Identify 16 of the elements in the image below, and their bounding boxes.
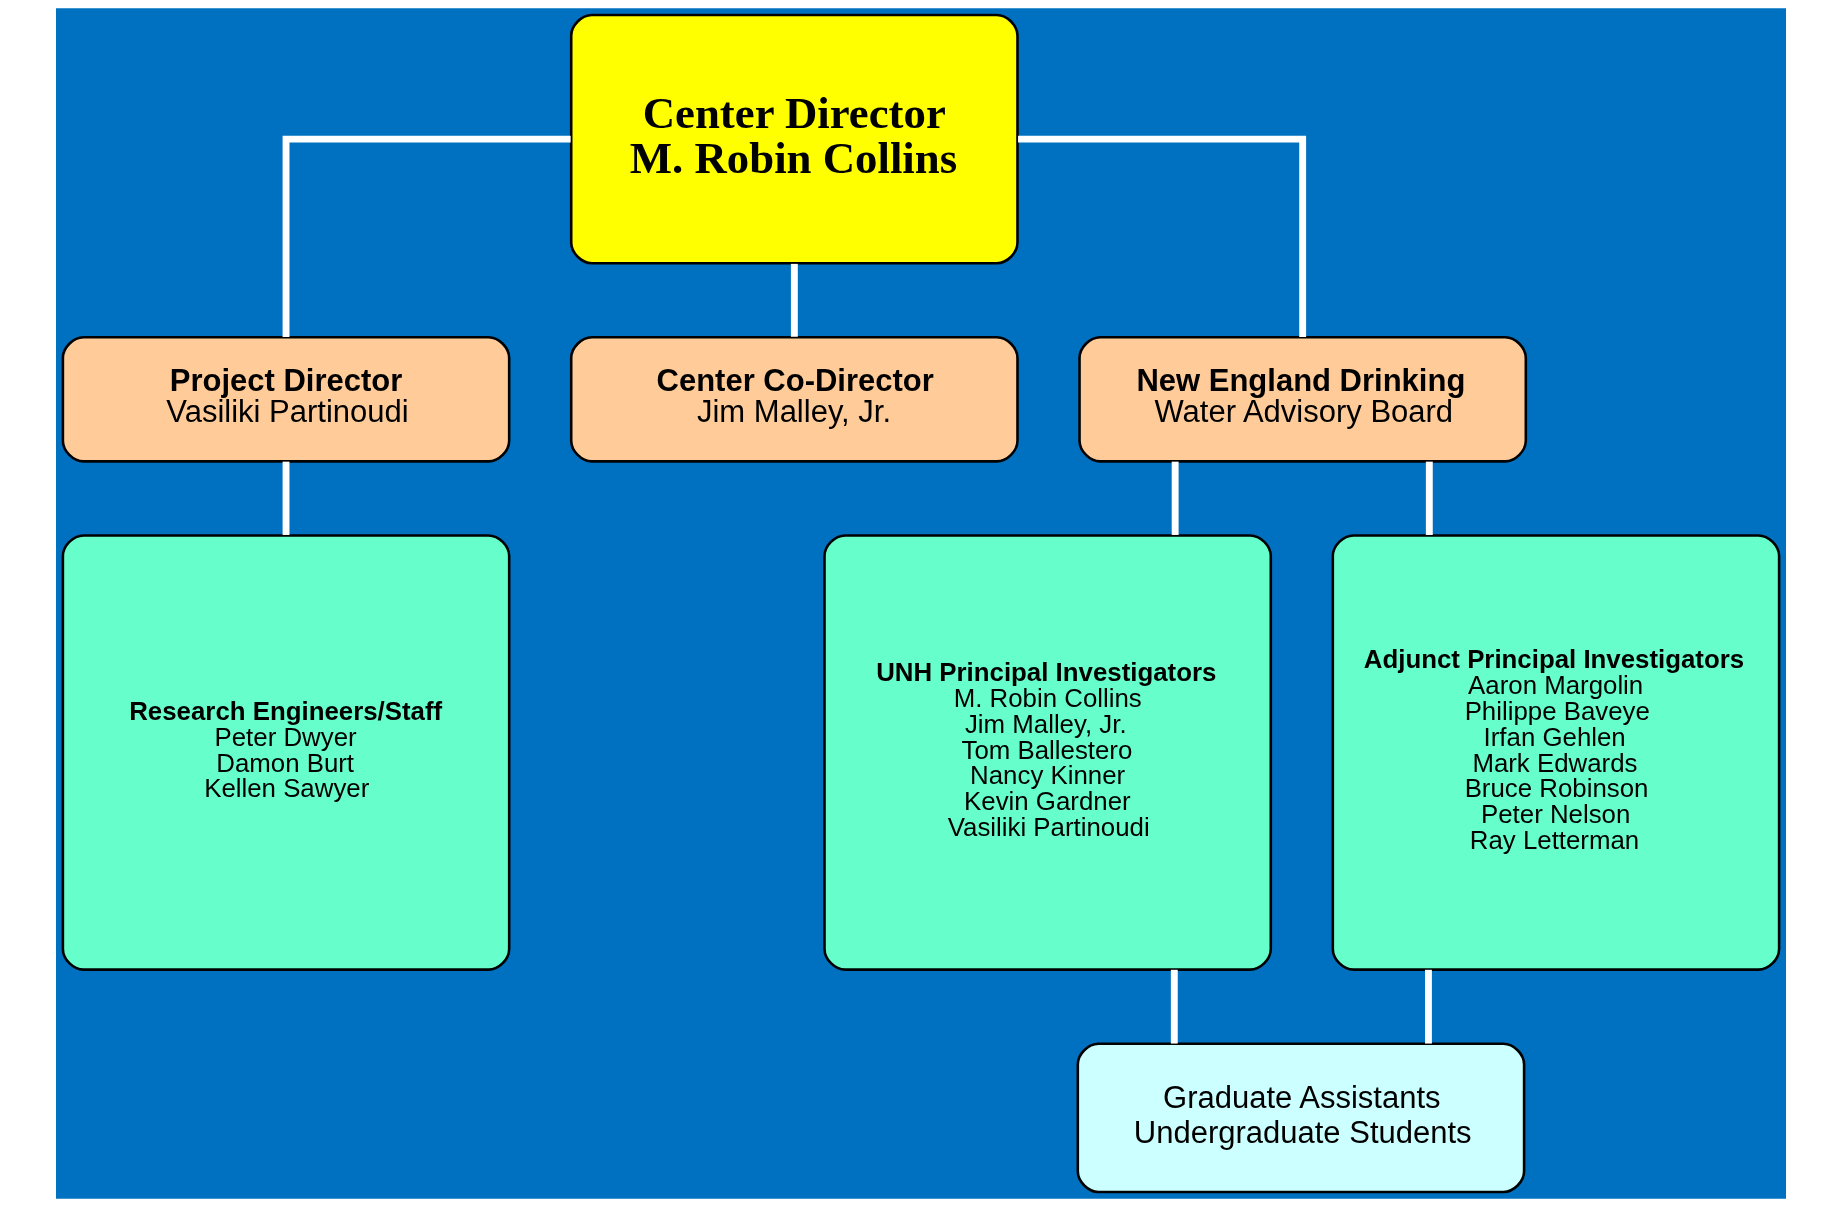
connector bbox=[1017, 135, 1306, 337]
node-box: Center Director M. Robin Collins bbox=[569, 13, 1019, 265]
connector bbox=[1424, 969, 1432, 1044]
connector bbox=[282, 135, 571, 337]
connector bbox=[1425, 461, 1433, 535]
node-box: Research Engineers/Staff Peter Dwyer Damon Burt Kellen Sawyer bbox=[61, 534, 510, 971]
connector bbox=[1171, 461, 1179, 535]
node-box: Center Co-Director Jim Malley, Jr. bbox=[569, 336, 1019, 463]
node-box: Adjunct Principal Investigators Aaron Margolin Philippe Baveye Irfan Gehlen Mark Edwards Bruce Robinson Peter Nelson Ray Letterman bbox=[1331, 534, 1780, 971]
connector bbox=[282, 461, 289, 535]
connector bbox=[1170, 969, 1178, 1044]
node-box: Graduate Assistants Undergraduate Students bbox=[1076, 1042, 1525, 1194]
node-box: UNH Principal Investigators M. Robin Collins Jim Malley, Jr. Tom Ballestero Nancy Kinner Kevin Gardner Vasiliki Partinoudi bbox=[822, 534, 1272, 971]
node-box: New England Drinking Water Advisory Board bbox=[1077, 336, 1527, 463]
node-box: Project Director Vasiliki Partinoudi bbox=[61, 336, 510, 463]
connector bbox=[790, 263, 798, 337]
